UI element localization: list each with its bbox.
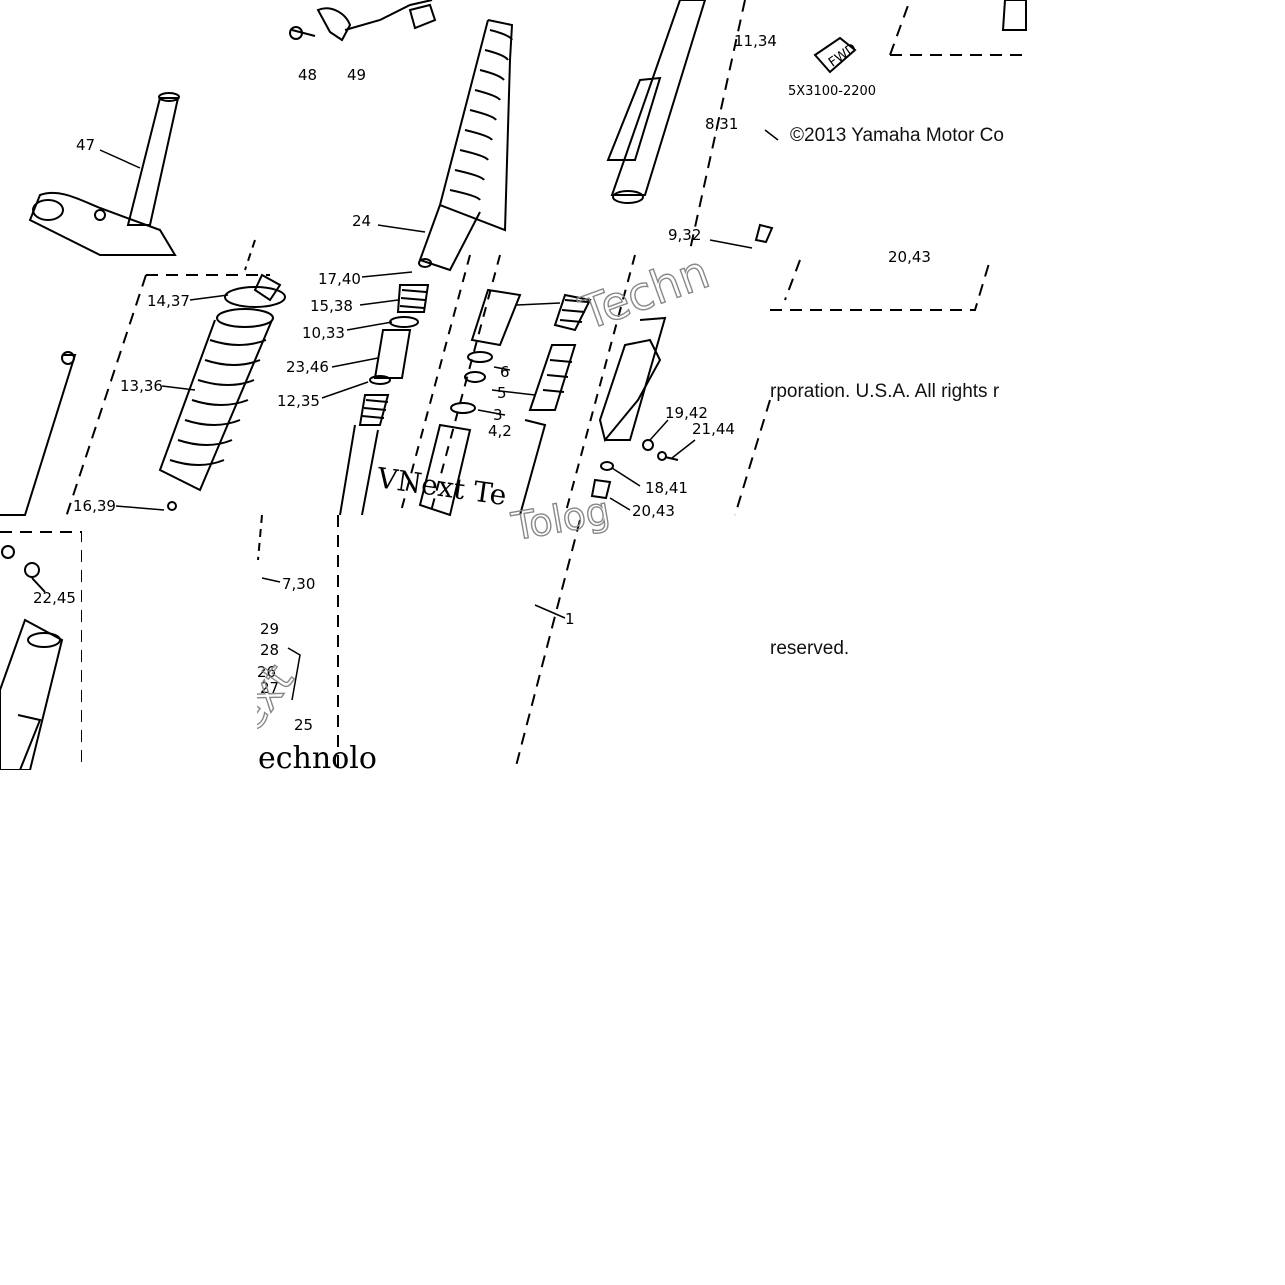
label-48: 48 xyxy=(298,66,317,84)
dashed-line xyxy=(689,0,746,251)
label-14-37: 14,37 xyxy=(147,292,190,310)
part-number: 5X3100-2200 xyxy=(788,84,876,99)
bolt-22-45 xyxy=(1,545,46,593)
dashed-box-edge xyxy=(770,259,991,311)
label-47: 47 xyxy=(76,136,95,154)
fwd-mark xyxy=(813,36,857,74)
fork-tube-right xyxy=(606,0,1027,244)
fork-bellows-upper xyxy=(418,19,514,272)
copyright-line-2: rporation. U.S.A. All rights r xyxy=(770,381,1000,402)
fork-bellows-left xyxy=(158,273,286,511)
fork-lower-right xyxy=(590,316,679,500)
label-17-40: 17,40 xyxy=(318,270,361,288)
dashed-box-edge xyxy=(0,531,83,770)
fwd-mark-label: FWD xyxy=(826,41,859,71)
dashed-line xyxy=(244,239,256,271)
label-4-2: 4,2 xyxy=(488,422,512,440)
label-23-46: 23,46 xyxy=(286,358,329,376)
label-20-43-top: 20,43 xyxy=(888,248,931,266)
watermark-techno-1: Techn xyxy=(572,244,716,340)
label-26: 26 xyxy=(257,663,276,681)
label-6: 6 xyxy=(500,363,510,381)
label-25: 25 xyxy=(294,716,313,734)
watermark-main: VNext Te xyxy=(374,461,509,512)
steering-stem xyxy=(28,92,180,256)
dashed-line xyxy=(564,254,636,516)
label-10-33: 10,33 xyxy=(302,324,345,342)
part-labels: 47 48 49 24 17,40 15,38 10,33 23,46 12,3… xyxy=(33,32,931,734)
dashed-line xyxy=(514,519,581,771)
label-12-35: 12,35 xyxy=(277,392,320,410)
label-28: 28 xyxy=(260,641,279,659)
bolt-48 xyxy=(289,26,316,40)
dashed-box-edge xyxy=(889,0,911,56)
leader-lines xyxy=(99,129,779,701)
copyright-line-3: reserved. xyxy=(770,638,849,659)
damper-rod xyxy=(418,288,592,517)
copyright-line-1: ©2013 Yamaha Motor Co xyxy=(790,125,1004,146)
fork-tube-left xyxy=(0,351,77,771)
label-20-43: 20,43 xyxy=(632,502,675,520)
label-27: 27 xyxy=(260,679,279,697)
label-13-36: 13,36 xyxy=(120,377,163,395)
copyright: ©2013 Yamaha Motor Co rporation. U.S.A. … xyxy=(770,125,1004,659)
dashed-box-edge xyxy=(64,274,147,521)
label-24: 24 xyxy=(352,212,371,230)
label-1: 1 xyxy=(565,610,575,628)
label-8-31: 8,31 xyxy=(705,115,738,133)
watermark-outline: Tolog xyxy=(508,489,613,550)
label-16-39: 16,39 xyxy=(73,497,116,515)
label-9-32: 9,32 xyxy=(668,226,701,244)
label-29: 29 xyxy=(260,620,279,638)
label-11-34: 11,34 xyxy=(734,32,777,50)
dashed-line xyxy=(784,259,801,301)
label-3: 3 xyxy=(493,406,503,424)
dashed-line xyxy=(429,254,501,516)
dashed-line xyxy=(734,399,771,516)
label-49: 49 xyxy=(347,66,366,84)
clamp-49 xyxy=(316,0,437,42)
dashed-line xyxy=(399,254,471,516)
label-7-30: 7,30 xyxy=(282,575,315,593)
label-5: 5 xyxy=(497,384,507,402)
label-18-41: 18,41 xyxy=(645,479,688,497)
dashed-line xyxy=(257,514,263,561)
label-19-42: 19,42 xyxy=(665,404,708,422)
label-22-45: 22,45 xyxy=(33,589,76,607)
label-15-38: 15,38 xyxy=(310,297,353,315)
label-21-44: 21,44 xyxy=(692,420,735,438)
damper-parts xyxy=(339,284,430,516)
